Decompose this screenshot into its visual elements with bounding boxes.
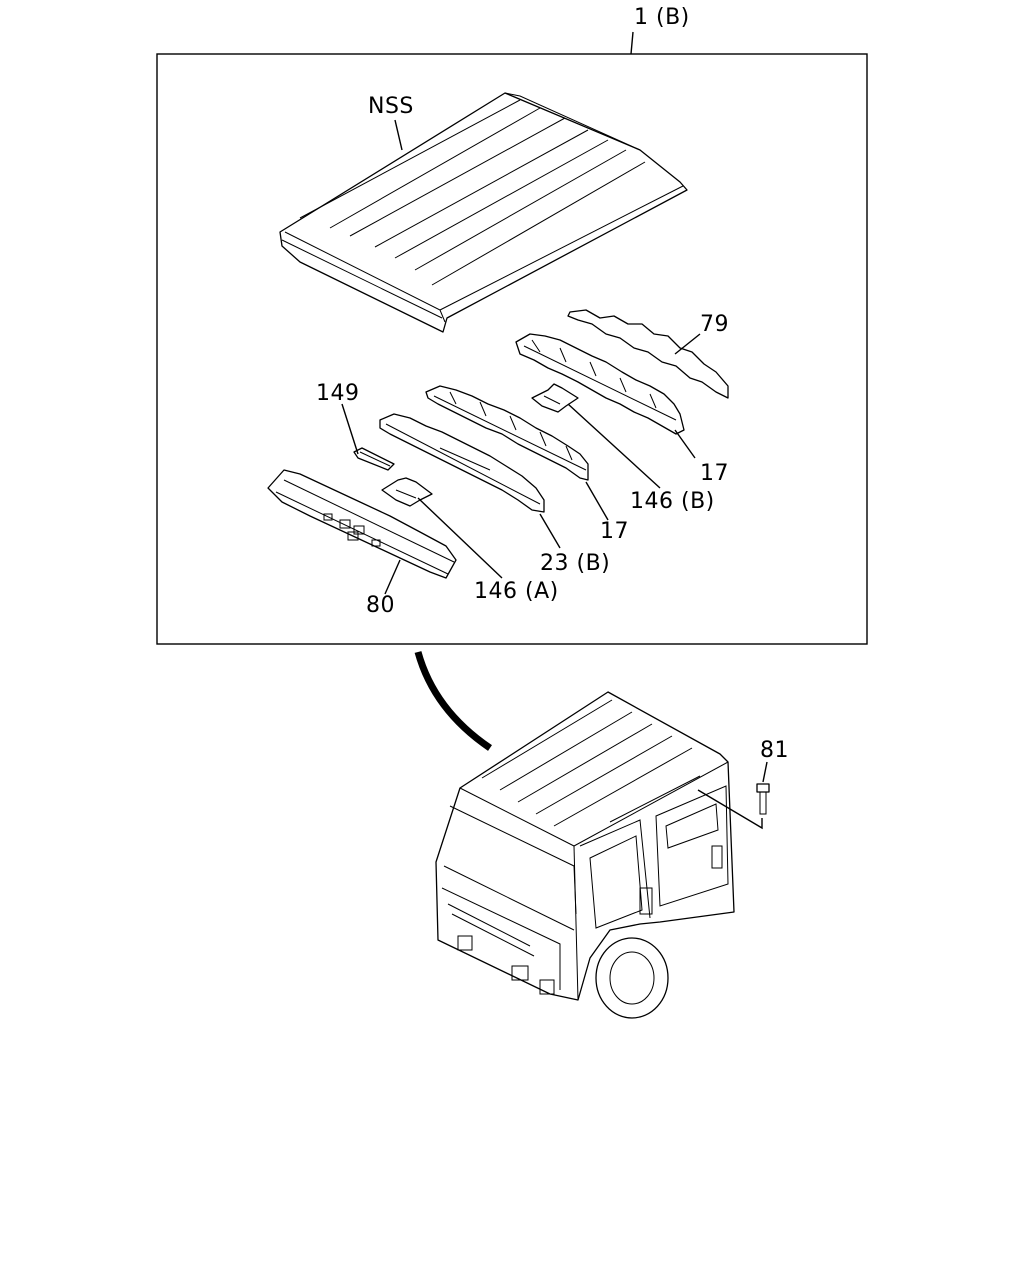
rail-79-leader: [674, 333, 701, 355]
label-part-149: 149: [316, 381, 360, 406]
roof-panel-icon: [279, 92, 688, 333]
roof-rail-79-icon: [567, 309, 729, 399]
bracket-146a-leader: [417, 497, 503, 579]
rail-17-mid-leader: [585, 481, 609, 521]
label-assembly: 1 (B): [634, 5, 690, 30]
label-rail-23b: 23 (B): [540, 551, 610, 576]
label-rail-80: 80: [366, 593, 395, 618]
nss-leader: [394, 119, 403, 151]
rail-17-rear-leader: [674, 429, 696, 459]
exploded-view-frame: [156, 53, 868, 645]
part-149-icon: [353, 447, 395, 471]
bracket-146b-icon: [531, 383, 579, 413]
bracket-146a-icon: [381, 477, 433, 507]
label-bracket-146b: 146 (B): [630, 489, 715, 514]
rail-80-leader: [384, 559, 401, 595]
roof-rail-23b-icon: [379, 413, 545, 513]
truck-cab-icon: [435, 691, 735, 1019]
roof-rail-80-icon: [267, 469, 457, 579]
label-rail-17-right: 17: [700, 461, 729, 486]
part-149-leader: [341, 403, 359, 455]
label-bracket-146a: 146 (A): [474, 579, 559, 604]
bolt-81-pointer: [697, 789, 763, 830]
rail-23b-leader: [539, 513, 561, 549]
roof-rail-17-rear-icon: [515, 333, 685, 435]
assembly-leader: [630, 31, 634, 55]
bolt-icon: [756, 783, 770, 815]
label-rail-17-mid: 17: [600, 519, 629, 544]
roof-rail-17-mid-icon: [425, 385, 589, 481]
bolt-81-leader: [762, 761, 768, 783]
label-roof-panel: NSS: [368, 94, 414, 119]
bracket-146b-leader: [567, 403, 661, 489]
label-rail-79: 79: [700, 312, 729, 337]
location-arrow: [414, 651, 492, 751]
label-bolt-81: 81: [760, 738, 789, 763]
